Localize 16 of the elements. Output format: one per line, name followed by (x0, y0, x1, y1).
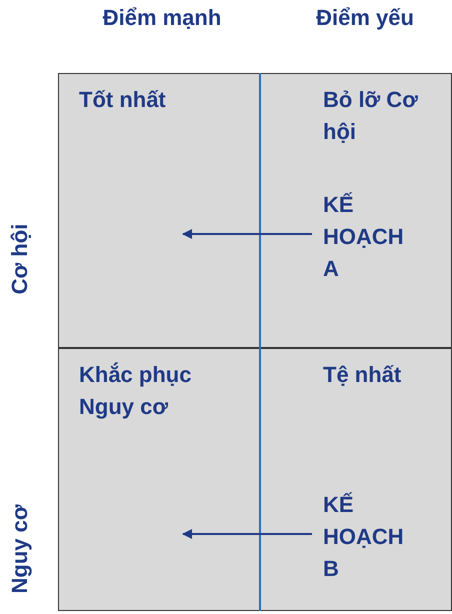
arrow (182, 229, 312, 239)
quadrant-title: Bỏ lỡ Cơ hội (323, 86, 419, 146)
quadrant-title: Khắc phục Nguy cơ (79, 361, 192, 421)
row-heading: Cơ hội (6, 222, 33, 296)
column-heading: Điểm mạnh (102, 4, 222, 32)
plan-text: KẾ HOẠCH B (323, 491, 405, 583)
quadrant-box (58, 348, 260, 611)
quadrant-box (260, 73, 452, 348)
quadrant-title: Tốt nhất (79, 86, 167, 114)
quadrant-title: Tệ nhất (323, 361, 402, 389)
quadrant-box (260, 348, 452, 611)
quadrant-box (58, 73, 260, 348)
column-heading: Điểm yếu (315, 4, 415, 32)
plan-text: KẾ HOẠCH A (323, 191, 405, 283)
arrow (182, 529, 312, 539)
row-heading: Nguy cơ (6, 504, 33, 596)
